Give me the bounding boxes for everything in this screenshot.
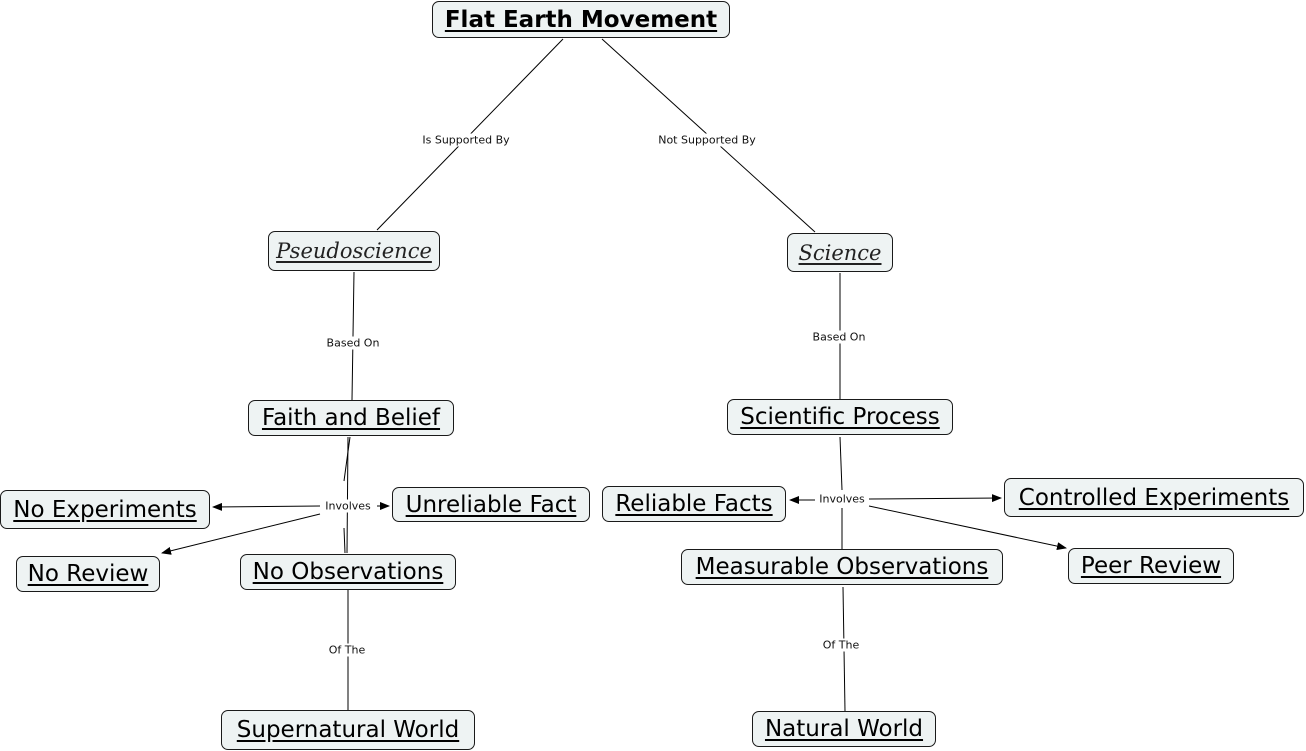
concept-flat-earth-movement[interactable]: Flat Earth Movement [432,1,730,38]
link-line-faith-to-involves-a [343,436,351,482]
concept-peer-review[interactable]: Peer Review [1068,548,1234,584]
arrow-to-peer-review [868,505,1067,551]
concept-faith-and-belief[interactable]: Faith and Belief [248,400,454,436]
arrow-to-controlled-experiments [868,494,1002,503]
concept-controlled-experiments[interactable]: Controlled Experiments [1004,478,1304,517]
link-label-is-supported-by: Is Supported By [420,133,512,147]
link-line-faith-to-involves-b [346,436,349,554]
arrow-to-no-experiments [212,502,321,511]
concept-no-review[interactable]: No Review [16,556,160,592]
concept-reliable-facts[interactable]: Reliable Facts [602,486,786,522]
link-label-of-the-right: Of The [820,638,862,652]
concept-supernatural-world[interactable]: Supernatural World [221,710,475,750]
concept-no-observations[interactable]: No Observations [240,554,456,590]
concept-unreliable-fact[interactable]: Unreliable Fact [392,487,590,522]
concept-scientific-process[interactable]: Scientific Process [727,399,953,435]
link-label-based-on-left: Based On [324,336,382,350]
concept-no-experiments[interactable]: No Experiments [0,490,210,529]
concept-science[interactable]: Science [787,233,893,272]
link-label-involves-left: Involves [323,499,373,513]
concept-natural-world[interactable]: Natural World [752,711,936,747]
link-line-process-to-involves [839,436,843,491]
arrow-to-no-review [161,513,321,555]
concept-measurable-observations[interactable]: Measurable Observations [681,549,1003,585]
link-line-based-on-left [351,271,355,401]
link-label-based-on-right: Based On [810,330,868,344]
link-line-faith-to-involves-c [343,527,346,554]
link-label-of-the-left: Of The [326,643,368,657]
concept-pseudoscience[interactable]: Pseudoscience [268,231,440,271]
link-label-not-supported-by: Not Supported By [656,133,758,147]
link-label-involves-right: Involves [817,492,867,506]
